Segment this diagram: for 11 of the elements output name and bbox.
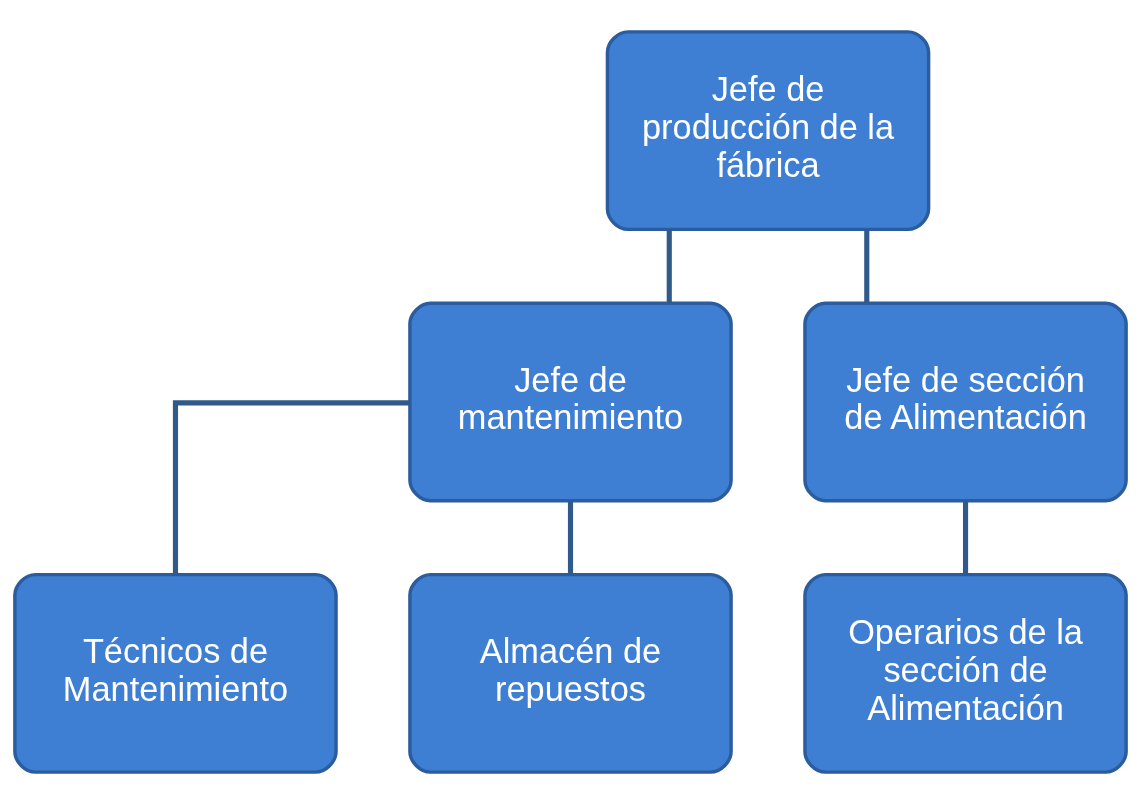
node-box: Jefe de mantenimiento <box>408 301 733 502</box>
connector <box>172 399 410 574</box>
node-box: Operarios de la sección de Alimentación <box>803 572 1128 774</box>
node-box: Jefe de producción de la fábrica <box>605 29 931 231</box>
connector <box>666 229 672 303</box>
node-box: Técnicos de Mantenimiento <box>13 572 338 774</box>
connector <box>567 501 574 574</box>
connector <box>962 501 969 574</box>
node-box: Almacén de repuestos <box>408 572 733 774</box>
node-box: Jefe de sección de Alimentación <box>803 301 1128 502</box>
connector <box>864 229 870 303</box>
